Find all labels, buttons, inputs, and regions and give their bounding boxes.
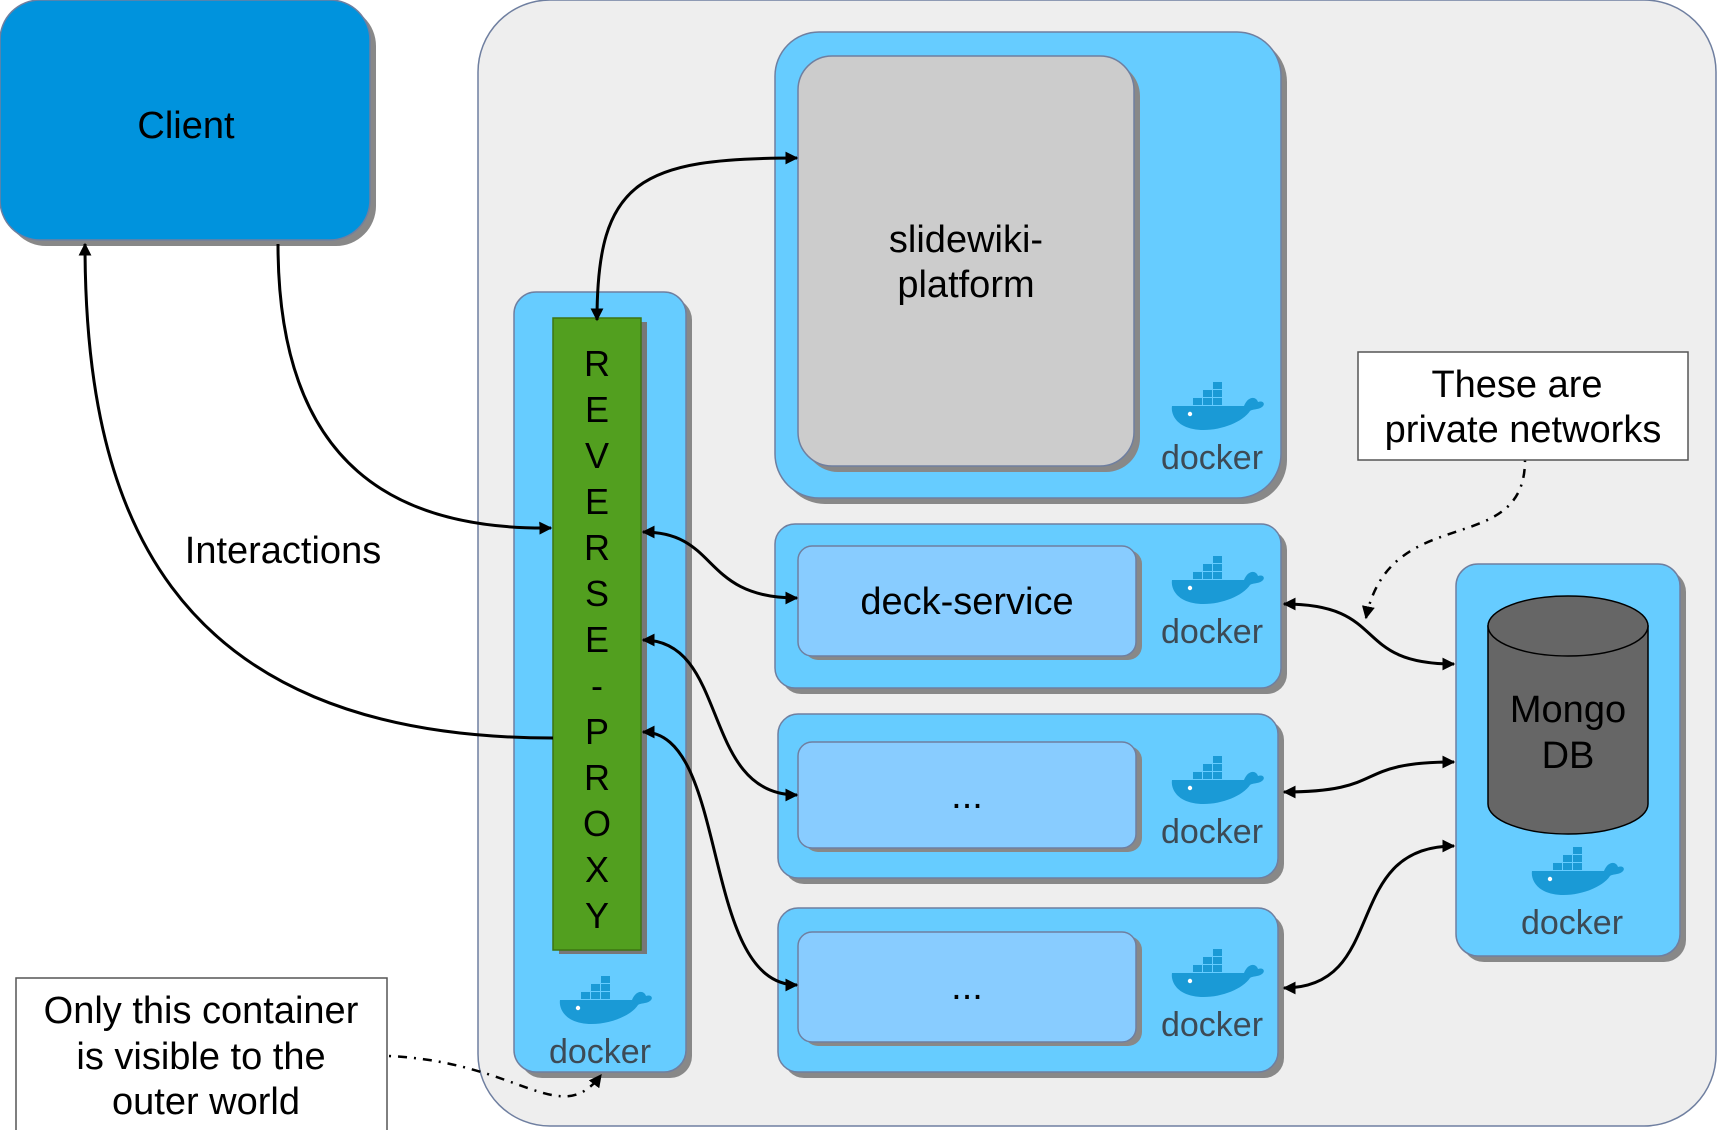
interactions-label: Interactions [185, 530, 381, 572]
docker-logo-text: docker [1161, 1006, 1263, 1044]
proxy-letter: X [585, 849, 609, 890]
docker-logo-deck-service: docker [1161, 556, 1264, 651]
service-2-label: ... [951, 775, 983, 817]
proxy-service-3-arrow [641, 725, 799, 992]
private-note-line1: These are [1431, 364, 1602, 406]
proxy-platform-arrow [590, 151, 799, 322]
proxy-letter: R [584, 757, 610, 798]
mongo-label-line1: Mongo [1510, 689, 1626, 731]
docker-logo-platform: docker [1161, 382, 1264, 477]
docker-logo-text: docker [1161, 813, 1263, 851]
platform-label-line1: slidewiki- [889, 219, 1043, 261]
proxy-letter: V [585, 435, 609, 476]
docker-logo-text: docker [1161, 439, 1263, 477]
private-note-pointer [1361, 459, 1527, 620]
docker-logo-text: docker [549, 1033, 651, 1071]
proxy-letter: R [584, 527, 610, 568]
mongo-label-line2: DB [1542, 735, 1595, 777]
proxy-letter: O [583, 803, 611, 844]
service-2-mongo-arrow [1282, 755, 1456, 799]
visible-note-line2: is visible to the [76, 1036, 325, 1078]
docker-logo-text: docker [1161, 613, 1263, 651]
proxy-letter: R [584, 343, 610, 384]
private-networks-note [1357, 351, 1689, 461]
proxy-letter: Y [585, 895, 609, 936]
docker-logo-proxy: docker [549, 976, 652, 1071]
platform-box [797, 55, 1135, 467]
proxy-letter: E [585, 481, 609, 522]
docker-logo-service-3: docker [1161, 949, 1264, 1044]
client-box [0, 0, 371, 241]
client-label: Client [137, 105, 235, 147]
platform-label-line2: platform [897, 264, 1034, 306]
docker-logo-service-2: docker [1161, 756, 1264, 851]
docker-logo-mongo: docker [1521, 847, 1624, 942]
client-to-proxy-arrow [276, 243, 553, 535]
proxy-letter: S [585, 573, 609, 614]
proxy-letter: E [585, 619, 609, 660]
proxy-letter: E [585, 389, 609, 430]
service-3-label: ... [951, 966, 983, 1008]
proxy-to-client-arrow [78, 242, 554, 740]
proxy-deck-service-arrow [641, 525, 799, 605]
deck-service-mongo-arrow [1282, 597, 1456, 671]
visible-note-line1: Only this container [44, 990, 359, 1032]
proxy-letter: P [585, 711, 609, 752]
service-3-mongo-arrow [1282, 839, 1456, 995]
reverse-proxy-bar [552, 317, 642, 951]
deck-service-label: deck-service [860, 581, 1073, 623]
private-note-line2: private networks [1385, 409, 1662, 451]
mongo-database-cylinder [1487, 595, 1649, 835]
outer-world-note [15, 977, 388, 1130]
visible-note-line3: outer world [112, 1081, 300, 1123]
docker-logo-text: docker [1521, 904, 1623, 942]
proxy-letter: - [591, 665, 603, 706]
